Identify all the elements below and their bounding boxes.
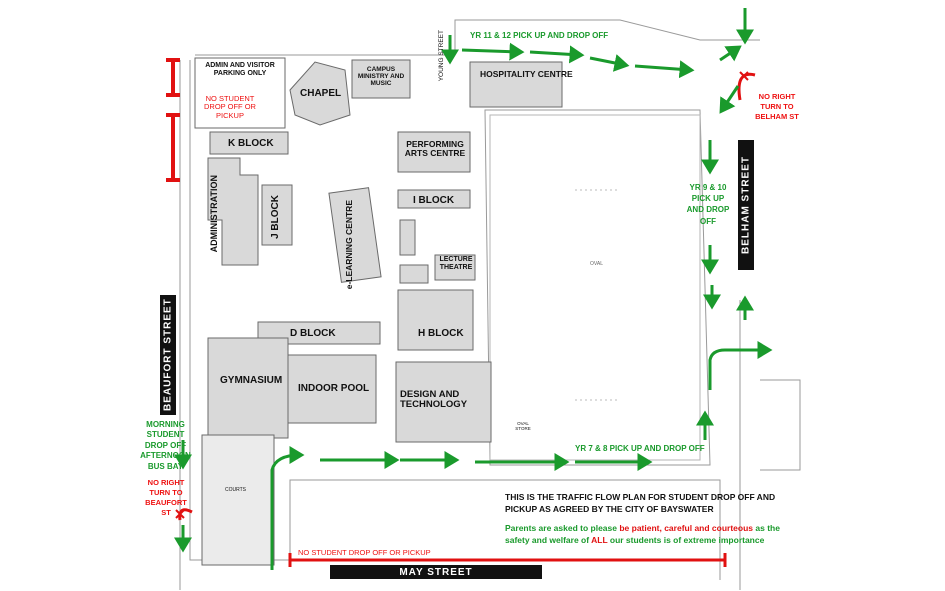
- j-block-label: J BLOCK: [270, 195, 281, 239]
- performing-arts-label: PERFORMING ARTS CENTRE: [404, 139, 466, 159]
- hospitality-label: HOSPITALITY CENTRE: [480, 69, 573, 79]
- admin-parking-area: [194, 57, 286, 129]
- admin-no-drop-label: NO STUDENT DROP OFF OR PICKUP: [204, 94, 256, 120]
- yr11-12-label: YR 11 & 12 PICK UP AND DROP OFF: [470, 31, 609, 40]
- parents-note-part3: as the safety and welfare of: [505, 523, 780, 546]
- d-block-label: D BLOCK: [290, 328, 336, 339]
- side-block-2: [399, 264, 429, 284]
- chapel-building: [289, 61, 351, 126]
- elearning-building: [328, 187, 382, 283]
- oval-label: OVAL: [590, 261, 603, 267]
- parents-note-emphasis: be patient, careful and courteous: [619, 523, 754, 533]
- young-street-label: YOUNG STREET: [438, 30, 445, 82]
- campus-ministry-building: [351, 59, 411, 99]
- k-block-label: K BLOCK: [228, 138, 274, 149]
- oval-field: [489, 114, 701, 461]
- courts-label: COURTS: [225, 487, 247, 493]
- morning-bay-label: MORNING STUDENT DROP OFF AFTERNOON BUS B…: [140, 420, 191, 471]
- chapel-label: CHAPEL: [300, 88, 342, 99]
- parents-note-part1: Parents are asked to please: [505, 523, 620, 533]
- i-block-building: [397, 189, 471, 209]
- site-boundary: [179, 19, 801, 590]
- j-block-building: [261, 184, 293, 246]
- buildings: [194, 57, 563, 566]
- traffic-flow-arrows: [174, 8, 773, 570]
- courts-area: [201, 434, 275, 566]
- performing-arts-building: [397, 131, 471, 173]
- indoor-pool-label: INDOOR POOL: [298, 383, 370, 394]
- campus-ministry-label: CAMPUS MINISTRY AND MUSIC: [357, 66, 405, 88]
- parents-note: Parents are asked to please be patient, …: [505, 522, 795, 547]
- oval-store-label: OVAL STORE: [515, 421, 531, 431]
- design-tech-label: DESIGN AND TECHNOLOGY: [400, 389, 468, 411]
- design-tech-building: [395, 361, 492, 443]
- belham-street-label: BELHAM STREET: [738, 140, 754, 270]
- h-block-label: H BLOCK: [418, 328, 464, 339]
- h-block-building: [397, 289, 474, 351]
- no-right-belham-label: NO RIGHT TURN TO BELHAM ST: [755, 92, 799, 122]
- administration-building: [207, 157, 259, 266]
- i-block-label: I BLOCK: [413, 195, 455, 206]
- yr7-8-label: YR 7 & 8 PICK UP AND DROP OFF: [575, 444, 705, 453]
- beaufort-street-label: BEAUFORT STREET: [160, 295, 176, 415]
- cross-icon: [175, 71, 749, 519]
- lecture-theatre-label: LECTURE THEATRE: [439, 256, 473, 271]
- no-right-beaufort-label: NO RIGHT TURN TO BEAUFORT ST: [145, 478, 187, 518]
- side-block: [399, 219, 416, 256]
- may-no-drop-label: NO STUDENT DROP OFF OR PICKUP: [298, 548, 431, 557]
- elearning-label: e-LEARNING CENTRE: [344, 200, 354, 290]
- indoor-pool-building: [287, 354, 377, 424]
- parents-note-all: ALL: [591, 535, 608, 546]
- plan-note: THIS IS THE TRAFFIC FLOW PLAN FOR STUDEN…: [505, 492, 776, 515]
- yr9-10-label: YR 9 & 10 PICK UP AND DROP OFF: [686, 183, 730, 226]
- gymnasium-label: GYMNASIUM: [220, 375, 283, 386]
- admin-parking-label: ADMIN AND VISITOR PARKING ONLY: [205, 62, 275, 77]
- lecture-theatre-building: [434, 254, 476, 281]
- hospitality-building: [469, 61, 563, 108]
- parents-note-part5: our students is of extreme importance: [607, 535, 765, 546]
- may-street-label: MAY STREET: [330, 565, 542, 579]
- administration-label: ADMINISTRATION: [209, 175, 219, 253]
- gymnasium-building: [207, 337, 289, 439]
- k-block-building: [209, 131, 289, 155]
